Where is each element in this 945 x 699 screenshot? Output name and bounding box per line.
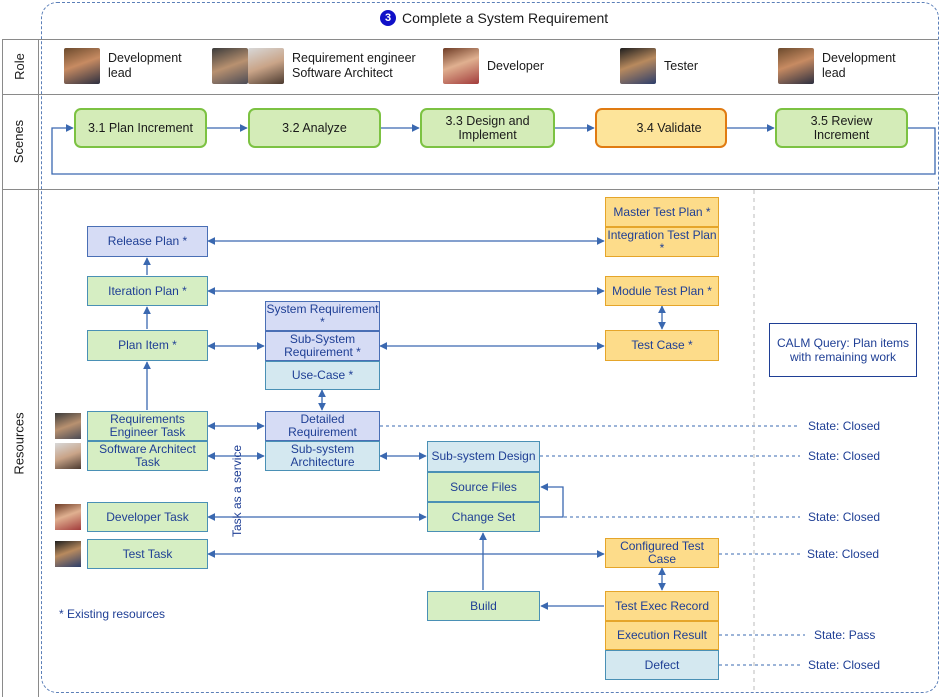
subsystem-architecture-resource[interactable]: Sub-system Architecture xyxy=(265,441,380,471)
role-tester: Tester xyxy=(620,48,698,84)
band-divider-role-top xyxy=(2,39,938,40)
execution-result-resource[interactable]: Execution Result xyxy=(605,621,719,650)
band-left-edge xyxy=(2,39,3,697)
state-label: State: Closed xyxy=(808,658,881,672)
scene-design-implement[interactable]: 3.3 Design and Implement xyxy=(420,108,555,148)
system-requirement-resource[interactable]: System Requirement * xyxy=(265,301,380,331)
test-task-resource[interactable]: Test Task xyxy=(87,539,208,569)
subsystem-requirement-resource[interactable]: Sub-System Requirement * xyxy=(265,331,380,361)
requirement-engineer-avatar xyxy=(212,48,248,84)
developer-avatar xyxy=(55,504,81,530)
scenario-title-text: Complete a System Requirement xyxy=(402,10,609,26)
requirements-engineer-task-resource[interactable]: Requirements Engineer Task xyxy=(87,411,208,441)
master-test-plan-resource[interactable]: Master Test Plan * xyxy=(605,197,719,227)
band-divider-scenes-resources xyxy=(2,189,938,190)
existing-resources-note: * Existing resources xyxy=(59,607,166,621)
development-lead-avatar xyxy=(64,48,100,84)
state-label: State: Pass xyxy=(814,628,876,642)
requirement-engineer-avatar xyxy=(55,413,81,439)
step-number-badge: 3 xyxy=(380,10,396,26)
integration-test-plan-resource[interactable]: Integration Test Plan * xyxy=(605,227,719,257)
release-plan-resource[interactable]: Release Plan * xyxy=(87,226,208,257)
calm-query-box[interactable]: CALM Query: Plan items with remaining wo… xyxy=(769,323,917,377)
role-developer: Developer xyxy=(443,48,544,84)
iteration-plan-resource[interactable]: Iteration Plan * xyxy=(87,276,208,306)
state-label: State: Closed xyxy=(808,510,881,524)
detailed-requirement-resource[interactable]: Detailed Requirement xyxy=(265,411,380,441)
plan-item-resource[interactable]: Plan Item * xyxy=(87,330,208,361)
scene-plan-increment[interactable]: 3.1 Plan Increment xyxy=(74,108,207,148)
software-architect-avatar xyxy=(55,443,81,469)
change-set-resource[interactable]: Change Set xyxy=(427,502,540,532)
developer-task-resource[interactable]: Developer Task xyxy=(87,502,208,532)
scenario-frame xyxy=(41,2,939,693)
module-test-plan-resource[interactable]: Module Test Plan * xyxy=(605,276,719,306)
tester-avatar xyxy=(620,48,656,84)
development-lead-avatar xyxy=(778,48,814,84)
scene-review-increment[interactable]: 3.5 Review Increment xyxy=(775,108,908,148)
state-label: State: Closed xyxy=(808,449,881,463)
state-label: State: Closed xyxy=(807,547,880,561)
software-architect-avatar xyxy=(248,48,284,84)
scene-validate[interactable]: 3.4 Validate xyxy=(595,108,727,148)
scene-analyze[interactable]: 3.2 Analyze xyxy=(248,108,381,148)
scenario-title: 3 Complete a System Requirement xyxy=(380,10,608,26)
band-divider-role-scenes xyxy=(2,94,938,95)
source-files-resource[interactable]: Source Files xyxy=(427,472,540,502)
subsystem-design-resource[interactable]: Sub-system Design xyxy=(427,441,540,472)
defect-resource[interactable]: Defect xyxy=(605,650,719,680)
state-label: State: Closed xyxy=(808,419,881,433)
configured-test-case-resource[interactable]: Configured Test Case xyxy=(605,538,719,568)
test-case-resource[interactable]: Test Case * xyxy=(605,330,719,361)
band-label-separator xyxy=(38,39,39,697)
use-case-resource[interactable]: Use-Case * xyxy=(265,361,380,390)
developer-avatar xyxy=(443,48,479,84)
software-architect-task-resource[interactable]: Software Architect Task xyxy=(87,441,208,471)
build-resource[interactable]: Build xyxy=(427,591,540,621)
test-exec-record-resource[interactable]: Test Exec Record xyxy=(605,591,719,621)
task-as-service-label: Task as a service xyxy=(230,444,244,537)
tester-avatar xyxy=(55,541,81,567)
